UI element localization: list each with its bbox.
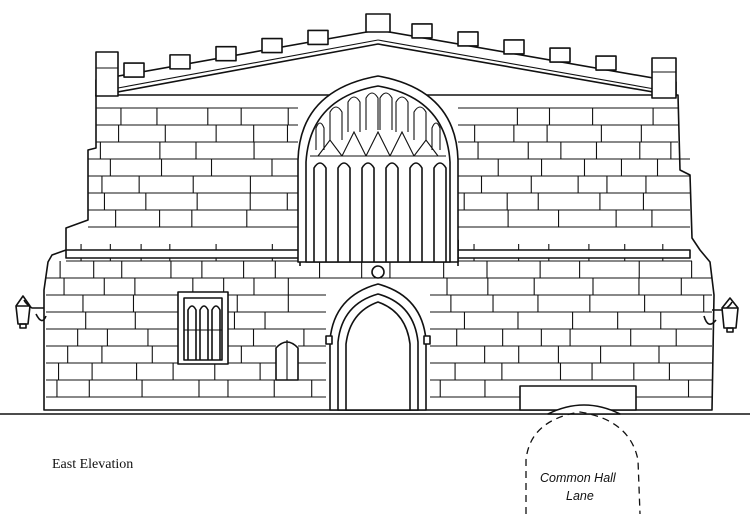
merlon [595, 55, 617, 71]
lower-doorway [519, 385, 637, 415]
merlon [549, 47, 571, 63]
lantern-right [703, 297, 739, 333]
gate-arch [325, 283, 431, 411]
merlon [503, 39, 525, 55]
merlon [215, 45, 237, 62]
stone-courses [46, 107, 712, 398]
merlon [457, 31, 479, 47]
merlon [365, 13, 391, 33]
merlon [411, 23, 433, 39]
corner-blocks [95, 51, 677, 99]
passage-label-line1: Common Hall [540, 471, 617, 485]
caption-label: East Elevation [52, 457, 133, 472]
blocked-niche [275, 340, 299, 381]
merlon [169, 54, 191, 70]
small-window [177, 291, 229, 365]
merlon [261, 37, 283, 54]
crenellated-parapet [123, 13, 617, 78]
merlon [123, 62, 145, 78]
merlon [307, 29, 329, 46]
traceried-window [297, 75, 459, 279]
passage-plan [525, 411, 641, 514]
passage-label-line2: Lane [566, 489, 594, 503]
lantern-left [15, 295, 47, 329]
